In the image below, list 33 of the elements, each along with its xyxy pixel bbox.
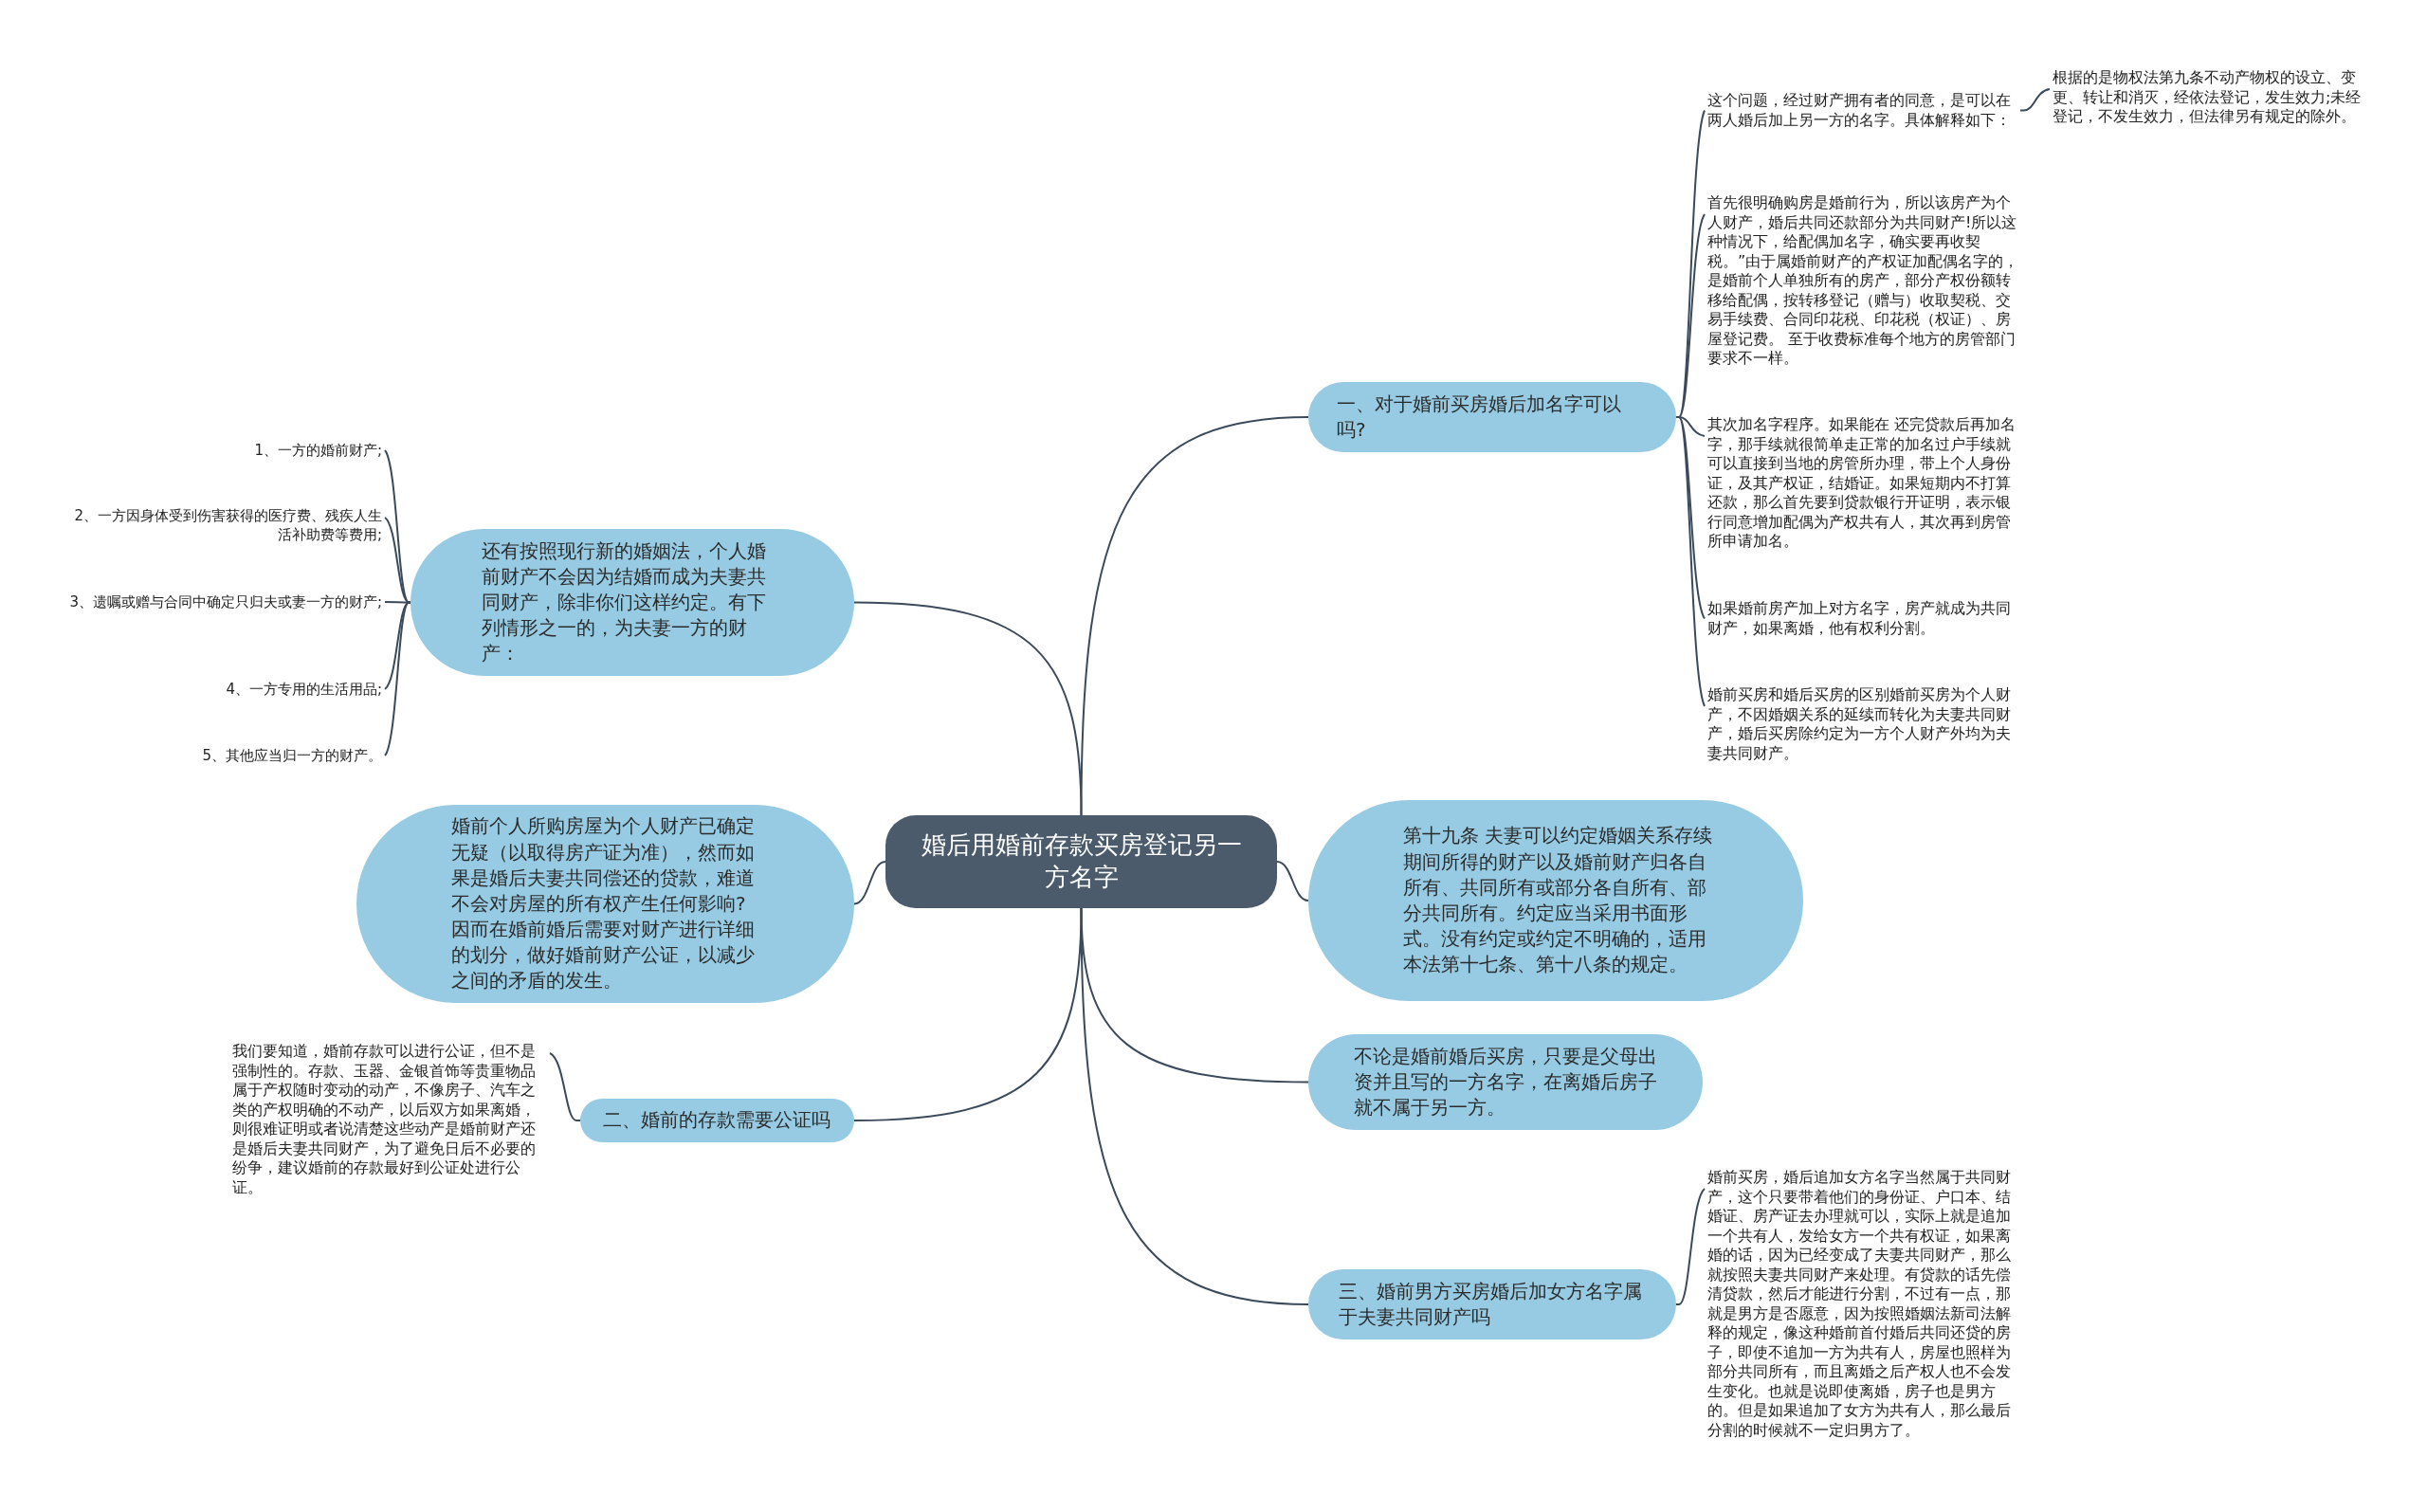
connector-line — [2019, 88, 2051, 112]
topic-text: 婚前个人所购房屋为个人财产已确定无疑（以取得房产证为准），然而如果是婚后夫妻共同偿还的贷款，难道不会对房屋的所有权产生任何影响?因而在婚前婚后需要对财产进行详细的划分，做好婚前财产公证，以减少之间的矛盾的发生。 — [451, 813, 756, 994]
topic-text: 婚后用婚前存款买房登记另一方名字 — [920, 829, 1243, 893]
topic-text: 不论是婚前婚后买房，只要是父母出资并且写的一方名字，在离婚后房子就不属于另一方。 — [1354, 1043, 1658, 1121]
note-text: 我们要知道，婚前存款可以进行公证，但不是强制性的。存款、玉器、金银首饰等贵重物品属于产权随时变动的动产，不像房子、汽车之类的产权明确的不动产，以后双方如果离婚，则很难证明或者说清楚这些动产是婚前财产还是婚后夫妻共同财产，为了避免日后不必要的纷争，建议婚前的存款最好到公证处进行公证。 — [232, 1042, 547, 1197]
connector-line — [1675, 1188, 1706, 1305]
note-text: 2、一方因身体受到伤害获得的医疗费、残疾人生活补助费等费用; — [69, 506, 382, 544]
connector-line — [853, 861, 886, 905]
connector-line — [549, 1052, 581, 1121]
note-text: 1、一方的婚前财产; — [69, 441, 382, 460]
topic-text: 还有按照现行新的婚姻法，个人婚前财产不会因为结婚而成为夫妻共同财产，除非你们这样约定。有下列情形之一的，为夫妻一方的财产： — [482, 537, 767, 667]
topic-text: 三、婚前男方买房婚后加女方名字属于夫妻共同财产吗 — [1339, 1278, 1643, 1330]
connector-line — [1080, 907, 1309, 1305]
connector-line — [1276, 861, 1309, 902]
central-topic-bubble — [885, 815, 1277, 908]
connector-line — [853, 601, 1083, 816]
connector-line — [853, 907, 1083, 1121]
topic-text: 一、对于婚前买房婚后加名字可以吗? — [1337, 391, 1622, 443]
note-text: 4、一方专用的生活用品; — [69, 680, 382, 699]
connector-line — [384, 601, 411, 756]
note-text: 首先很明确购房是婚前行为，所以该房产为个人财产，婚后共同还款部分为共同财产!所以这种情况下，给配偶加名字，确实要再收契税。”由于属婚前财产的产权证加配偶名字的，是婚前个人单独所有的房产，部分产权份额转移给配偶，按转移登记（赠与）收取契税、交易手续费、合同印花税、印花税（权证）、房屋登记费。 至于收费标准每个地方的房管部门要求不一样。 — [1707, 193, 2020, 369]
note-text: 3、遗嘱或赠与合同中确定只归夫或妻一方的财产; — [69, 592, 382, 611]
note-text: 婚前买房，婚后追加女方名字当然属于共同财产，这个只要带着他们的身份证、户口本、结婚证、房产证去办理就可以，实际上就是追加一个共有人，发给女方一个共有权证，如果离婚的话，因为已经变成了夫妻共同财产，那么就按照夫妻共同财产来处理。有贷款的话先偿清贷款，然后才能进行分割，不过有一点，那就是男方是否愿意，因为按照婚姻法新司法解释的规定，像这种婚前首付婚后共同还贷的房子，即使不追加一方为共有人，房屋也照样为部分共同所有，而且离婚之后产权人也不会发生变化。也就是说即使离婚，房子也是男方的。但是如果追加了女方为共有人，那么最后分割的时候就不一定归男方了。 — [1707, 1168, 2020, 1440]
note-text: 如果婚前房产加上对方名字，房产就成为共同财产，如果离婚，他有权利分割。 — [1707, 599, 2020, 638]
note-text: 这个问题，经过财产拥有者的同意，是可以在两人婚后加上另一方的名字。具体解释如下： — [1707, 91, 2020, 130]
note-text: 5、其他应当归一方的财产。 — [69, 746, 382, 765]
topic-bubble — [580, 1099, 854, 1142]
topic-text: 第十九条 夫妻可以约定婚姻关系存续期间所得的财产以及婚前财产归各自所有、共同所有或部分各自所有、部分共同所有。约定应当采用书面形式。没有约定或约定不明确的，适用本法第十七条、第十八条的规定。 — [1403, 823, 1713, 978]
note-text: 其次加名字程序。如果能在 还完贷款后再加名字，那手续就很简单走正常的加名过户手续就可以直接到当地的房管所办理，带上个人身份证，及其产权证，结婚证。如果短期内不打算还款，那么首先要到贷款银行开证明，表示银行同意增加配偶为产权共有人，其次再到房管所申请加名。 — [1707, 415, 2020, 552]
note-text: 根据的是物权法第九条不动产物权的设立、变更、转让和消灭，经依法登记，发生效力;未经登记，不发生效力，但法律另有规定的除外。 — [2053, 68, 2373, 127]
connector-line — [384, 601, 411, 604]
note-text: 婚前买房和婚后买房的区别婚前买房为个人财产，不因婚姻关系的延续而转化为夫妻共同财产，婚后买房除约定为一方个人财产外均为夫妻共同财产。 — [1707, 685, 2020, 763]
topic-text: 二、婚前的存款需要公证吗 — [603, 1107, 830, 1134]
